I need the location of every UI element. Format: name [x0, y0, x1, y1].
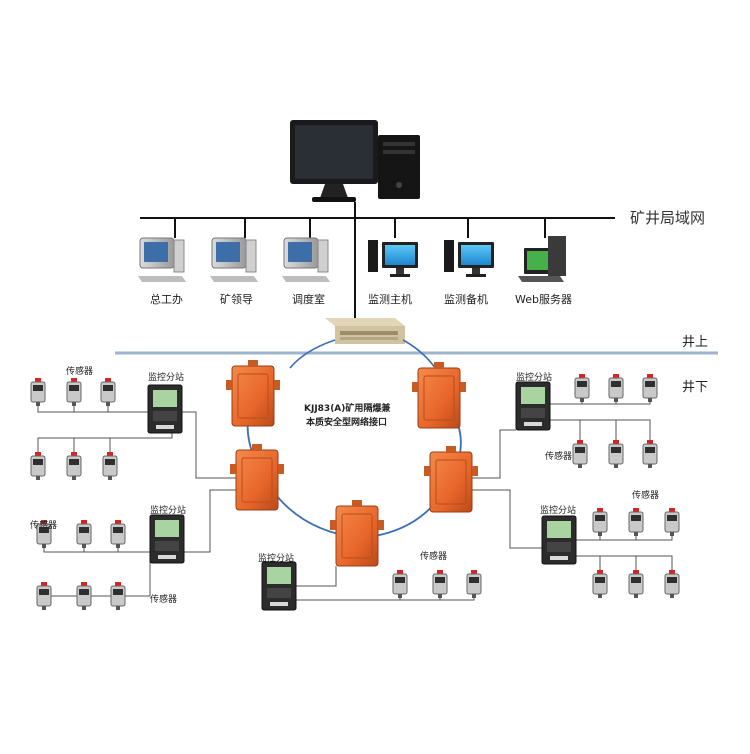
signal-cable — [296, 566, 337, 587]
client-label: 矿领导 — [220, 293, 253, 306]
client-label: 总工办 — [150, 293, 183, 306]
gas-sensor-icon — [36, 520, 52, 548]
crt-computer-icon — [210, 237, 258, 282]
sensor-label: 传感器 — [545, 452, 573, 462]
signal-cable — [184, 489, 236, 553]
gas-sensor-icon — [110, 582, 126, 610]
server-computer-icon — [518, 236, 566, 282]
gas-sensor-icon — [642, 440, 658, 468]
lan-drops — [174, 218, 546, 322]
gas-sensor-icon — [392, 570, 408, 598]
monitoring-substations — [147, 381, 577, 611]
gas-sensor-icon — [66, 378, 82, 406]
monitoring-substation-icon — [147, 384, 183, 434]
network-interface-enclosures — [226, 360, 478, 567]
signal-cable — [400, 596, 475, 601]
signal-cable — [182, 411, 236, 479]
signal-cable — [37, 404, 148, 413]
client-label: 监测备机 — [444, 293, 488, 306]
explosion-proof-interface-icon — [412, 362, 466, 429]
gas-sensor-icon — [642, 374, 658, 402]
gas-sensor-icon — [30, 378, 46, 406]
switch-ring-link — [289, 339, 439, 373]
below-ground-label: 井下 — [682, 380, 709, 395]
gas-sensor-icon — [628, 508, 644, 536]
gas-sensor-icon — [100, 378, 116, 406]
lcd-computer-icon — [444, 240, 494, 277]
gas-sensor-icon — [102, 452, 118, 480]
gas-sensor-icon — [664, 508, 680, 536]
gas-sensor-icon — [66, 452, 82, 480]
sensor-label: 传感器 — [30, 521, 58, 531]
monitoring-substation-icon — [515, 381, 551, 431]
gas-sensor-icon — [574, 374, 590, 402]
ring-caption-line1: KJJ83(A)矿用隔爆兼 — [304, 404, 391, 414]
gas-sensor-icon — [628, 570, 644, 598]
client-label: Web服务器 — [515, 293, 572, 306]
gas-sensor-icon — [572, 440, 588, 468]
signal-cable — [576, 534, 601, 541]
crt-computer-icon — [138, 237, 186, 282]
signal-cable — [472, 489, 542, 549]
substation-label: 监控分站 — [258, 554, 295, 564]
lcd-computer-icon — [368, 240, 418, 277]
explosion-proof-interface-icon — [330, 500, 384, 567]
client-label: 调度室 — [292, 293, 325, 306]
explosion-proof-interface-icon — [424, 446, 478, 513]
substation-label: 监控分站 — [540, 506, 577, 516]
gas-sensor-icon — [30, 452, 46, 480]
crt-computer-icon — [282, 237, 330, 282]
gas-sensor-icon — [466, 570, 482, 598]
gas-sensor-icon — [432, 570, 448, 598]
gas-sensor-icon — [608, 440, 624, 468]
explosion-proof-interface-icon — [230, 444, 284, 511]
monitoring-substation-icon — [541, 515, 577, 565]
substation-label: 监控分站 — [148, 373, 185, 383]
ring-caption-line2: 本质安全型网络接口 — [306, 418, 388, 428]
sensor-label: 传感器 — [632, 491, 660, 501]
signal-cable — [550, 400, 583, 405]
substation-label: 监控分站 — [516, 373, 553, 383]
signal-cable — [472, 429, 516, 479]
lan-label: 矿井局域网 — [630, 209, 706, 227]
signal-cable — [296, 596, 401, 601]
gas-sensor-icon — [110, 520, 126, 548]
sensor-group — [30, 374, 680, 610]
gas-sensor-icon — [592, 570, 608, 598]
sensor-label: 传感器 — [66, 367, 94, 377]
explosion-proof-interface-icon — [226, 360, 280, 427]
gas-sensor-icon — [592, 508, 608, 536]
signal-cable — [43, 560, 151, 604]
sensor-label: 传感器 — [150, 595, 178, 605]
above-ground-label: 井上 — [682, 335, 709, 350]
client-computers — [138, 236, 566, 282]
gas-sensor-icon — [664, 570, 680, 598]
gas-sensor-icon — [76, 520, 92, 548]
monitoring-substation-icon — [261, 561, 297, 611]
substation-label: 监控分站 — [150, 506, 187, 516]
main-computer-icon — [290, 120, 420, 202]
monitoring-substation-icon — [149, 514, 185, 564]
sensor-label: 传感器 — [420, 552, 448, 562]
client-label: 监测主机 — [368, 293, 412, 306]
gas-sensor-icon — [76, 582, 92, 610]
network-switch-icon — [325, 318, 405, 344]
gas-sensor-icon — [608, 374, 624, 402]
gas-sensor-icon — [36, 582, 52, 610]
signal-cable — [43, 546, 150, 553]
